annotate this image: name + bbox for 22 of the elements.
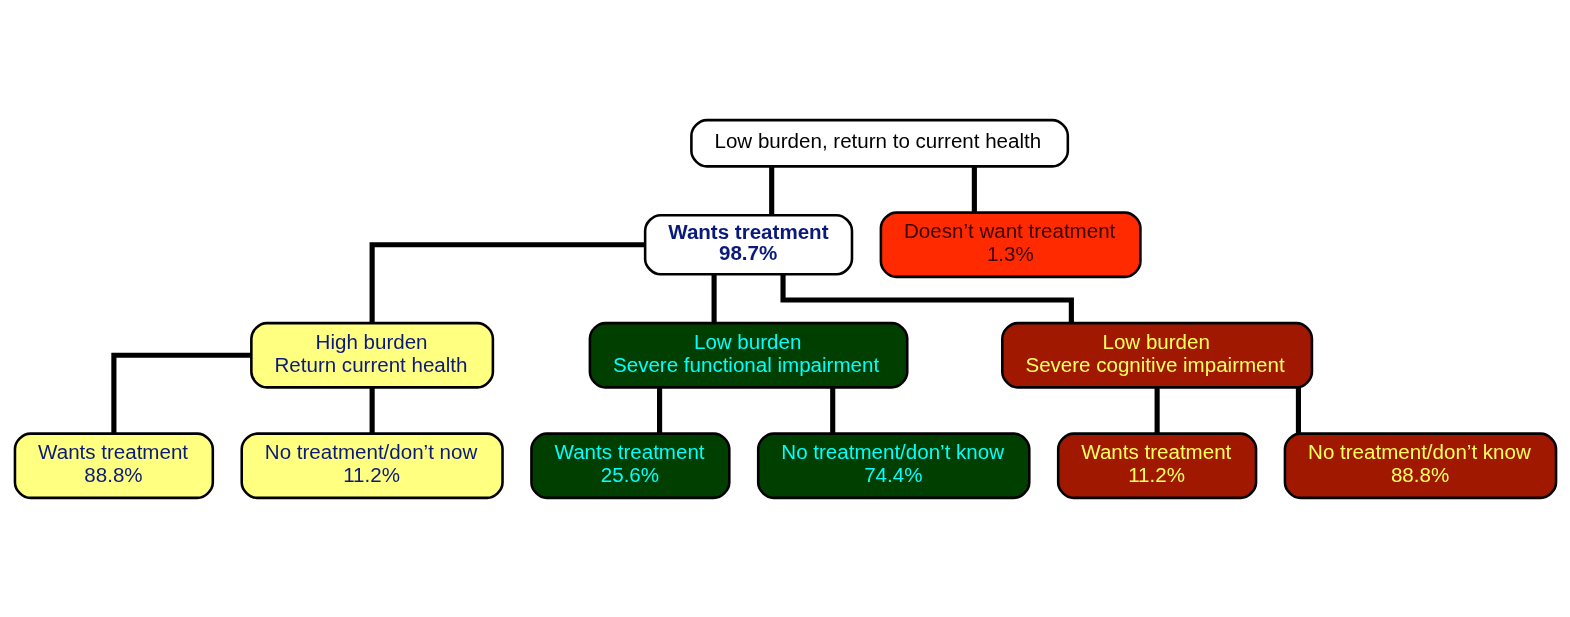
node-box: No treatment/don’t know 88.8% bbox=[1283, 431, 1557, 499]
node-box: Low burden, return to current health bbox=[689, 118, 1069, 168]
node-box: No treatment/don’t know 74.4% bbox=[756, 431, 1031, 499]
node-box: Wants treatment 11.2% bbox=[1056, 431, 1257, 499]
node-box: Wants treatment 98.7% bbox=[643, 213, 853, 276]
node-box: Low burden Severe cognitive impairment bbox=[1000, 321, 1313, 389]
connector bbox=[1295, 387, 1301, 433]
node-box: No treatment/don’t now 11.2% bbox=[239, 431, 504, 499]
node-box: Low burden Severe functional impairment bbox=[588, 321, 908, 389]
connector bbox=[1154, 387, 1160, 433]
connector bbox=[656, 387, 662, 433]
connector bbox=[971, 166, 977, 212]
node-box: Wants treatment 88.8% bbox=[13, 431, 214, 499]
node-box: High burden Return current health bbox=[249, 321, 494, 389]
node-box: Doesn’t want treatment 1.3% bbox=[879, 210, 1142, 278]
connector bbox=[768, 166, 774, 215]
connector bbox=[110, 352, 251, 433]
connector bbox=[711, 273, 717, 323]
connector bbox=[369, 387, 375, 433]
node-box: Wants treatment 25.6% bbox=[529, 431, 731, 499]
connector bbox=[829, 387, 835, 433]
connector bbox=[369, 241, 645, 323]
